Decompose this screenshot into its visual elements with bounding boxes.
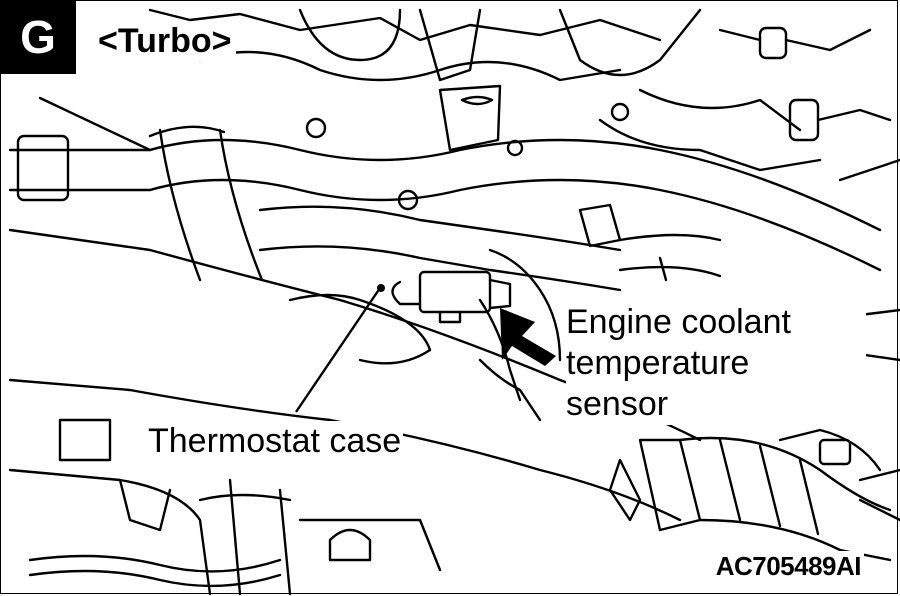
- sensor-arrow: [500, 308, 556, 366]
- thermostat-callout: Thermostat case: [146, 421, 404, 462]
- section-letter: G: [20, 11, 56, 63]
- sensor-callout-line-1: Engine coolant: [566, 303, 791, 341]
- figure-code: AC705489AI: [712, 551, 864, 582]
- thermostat-leader: [295, 287, 381, 413]
- sensor-callout-line-3: sensor: [566, 385, 669, 423]
- sensor-callout: Engine coolant temperature sensor: [566, 302, 866, 425]
- sensor-callout-line-2: temperature: [566, 344, 750, 382]
- variant-label: <Turbo>: [94, 22, 236, 61]
- section-letter-badge: G: [0, 0, 76, 74]
